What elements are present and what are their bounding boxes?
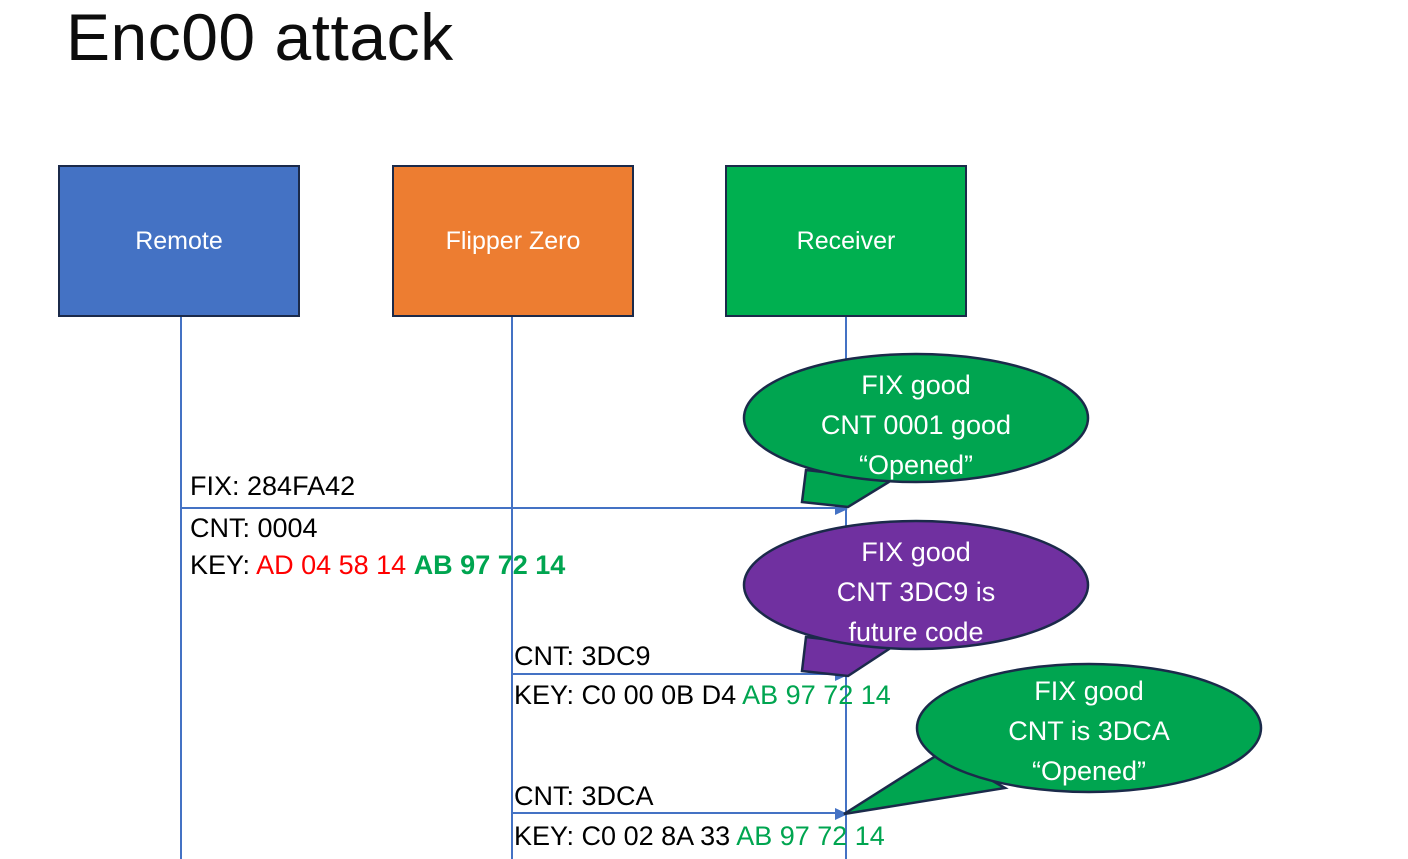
message-3-cnt-value: 3DCA	[581, 781, 654, 811]
message-1-fix-line: FIX: 284FA42	[190, 470, 355, 503]
message-3-key-green-bytes: AB 97 72 14	[736, 821, 885, 851]
message-1-cnt-label: CNT:	[190, 513, 258, 543]
lifeline-flipper	[511, 317, 513, 859]
message-3-cnt-line: CNT: 3DCA	[514, 780, 654, 813]
message-1-cnt-value: 0004	[257, 513, 318, 543]
actor-label-receiver: Receiver	[796, 226, 896, 255]
message-3-key-label: KEY:	[514, 821, 582, 851]
actor-label-flipper: Flipper Zero	[445, 226, 581, 255]
message-1-cnt-line: CNT: 0004	[190, 512, 318, 545]
callout-1-shape	[742, 352, 1090, 509]
message-2-key-label: KEY:	[514, 680, 582, 710]
message-3-cnt-label: CNT:	[514, 781, 582, 811]
lifeline-remote	[180, 317, 182, 859]
message-2-key-green-bytes: AB 97 72 14	[742, 680, 891, 710]
message-2-key-line: KEY: C0 00 0B D4 AB 97 72 14	[514, 679, 891, 712]
message-arrow-flipper-to-receiver-2	[512, 808, 848, 820]
callout-3-ellipse	[915, 662, 1263, 794]
callout-bubble-receiver-ok-1[interactable]: FIX good CNT 0001 good “Opened”	[742, 352, 1090, 517]
message-1-fix-value: 284FA42	[247, 471, 356, 501]
actor-label-remote: Remote	[135, 226, 223, 255]
message-3-key-line: KEY: C0 02 8A 33 AB 97 72 14	[514, 820, 885, 853]
actor-box-flipper[interactable]: Flipper Zero	[392, 165, 634, 317]
message-1-key-line: KEY: AD 04 58 14 AB 97 72 14	[190, 549, 565, 582]
callout-1-ellipse	[742, 352, 1090, 484]
message-2-cnt-label: CNT:	[514, 641, 582, 671]
callout-3-shape	[843, 662, 1263, 816]
message-3-key-value: C0 02 8A 33	[581, 821, 737, 851]
actor-box-remote[interactable]: Remote	[58, 165, 300, 317]
message-2-cnt-value: 3DC9	[581, 641, 651, 671]
callout-bubble-receiver-ok-2[interactable]: FIX good CNT is 3DCA “Opened”	[830, 656, 1263, 828]
page-title: Enc00 attack	[66, 0, 454, 74]
actor-box-receiver[interactable]: Receiver	[725, 165, 967, 317]
callout-2-shape	[742, 519, 1090, 678]
message-2-cnt-line: CNT: 3DC9	[514, 640, 651, 673]
message-1-key-green-bytes: AB 97 72 14	[413, 550, 566, 580]
message-1-key-red-bytes: AD 04 58 14	[256, 550, 407, 580]
message-1-fix-label: FIX:	[190, 471, 248, 501]
message-1-key-label: KEY:	[190, 550, 257, 580]
key-space-1	[406, 550, 414, 580]
message-2-key-value: C0 00 0B D4	[581, 680, 743, 710]
callout-2-ellipse	[742, 519, 1090, 651]
